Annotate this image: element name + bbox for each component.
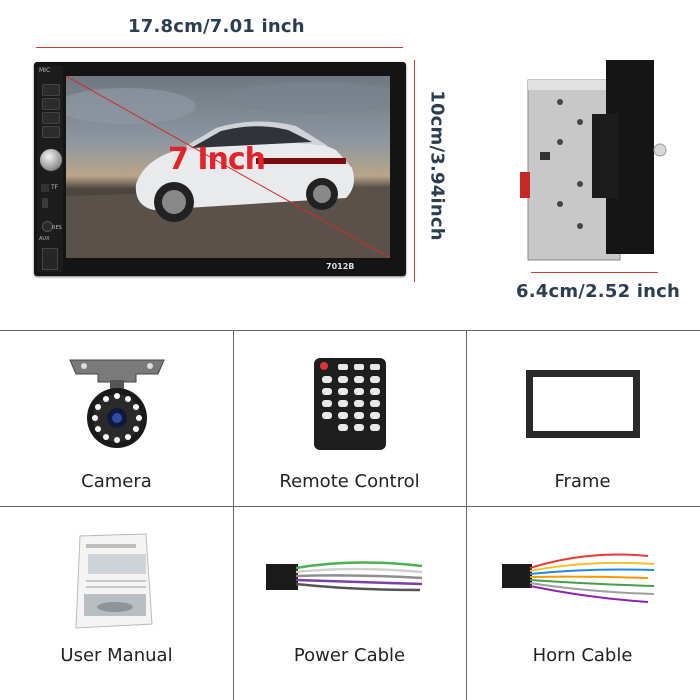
control-panel: MIC TF RES AUX	[37, 66, 63, 272]
prev-button[interactable]	[42, 98, 60, 110]
user-manual-image	[70, 532, 154, 630]
camera-image	[66, 352, 168, 450]
height-dimension-label: 10cm/3.94inch	[426, 90, 448, 241]
aux-label: AUX	[39, 236, 50, 242]
aux-port	[42, 221, 53, 232]
next-button[interactable]	[42, 126, 60, 138]
power-cable-label: Power Cable	[293, 645, 406, 666]
home-button[interactable]	[42, 112, 60, 124]
frame-image	[524, 368, 642, 440]
screen-size-label: 7 Inch	[168, 142, 266, 177]
mic-label: MIC	[39, 67, 51, 74]
remote-control-image	[312, 356, 388, 452]
car-photo	[66, 76, 390, 258]
usb-port	[42, 198, 48, 208]
stereo-unit-front: MIC TF RES AUX	[34, 62, 406, 276]
grid-column-divider-2	[466, 330, 467, 700]
horn-cable-image	[498, 546, 660, 610]
eject-button[interactable]	[42, 248, 58, 270]
depth-dimension-line	[531, 272, 658, 273]
user-manual-label: User Manual	[60, 645, 173, 666]
depth-dimension-label: 6.4cm/2.52 inch	[516, 281, 681, 302]
horn-cable-label: Horn Cable	[532, 645, 633, 666]
power-cable-image	[262, 552, 426, 602]
volume-knob[interactable]	[39, 148, 63, 172]
model-label: 7012B	[326, 262, 355, 271]
grid-column-divider-1	[233, 330, 234, 700]
tf-label: TF	[51, 184, 59, 191]
width-dimension-line	[36, 47, 403, 48]
touch-screen[interactable]: 7 Inch	[66, 76, 390, 258]
grid-top-border	[0, 330, 700, 331]
tf-slot	[41, 184, 49, 192]
grid-middle-border	[0, 506, 700, 507]
power-button[interactable]	[42, 84, 60, 96]
stereo-unit-side	[520, 54, 670, 268]
camera-label: Camera	[81, 471, 152, 492]
height-dimension-line	[414, 60, 415, 282]
width-dimension-label: 17.8cm/7.01 inch	[128, 16, 305, 37]
res-label: RES	[52, 225, 62, 231]
remote-control-label: Remote Control	[279, 471, 420, 492]
frame-label: Frame	[554, 471, 611, 492]
